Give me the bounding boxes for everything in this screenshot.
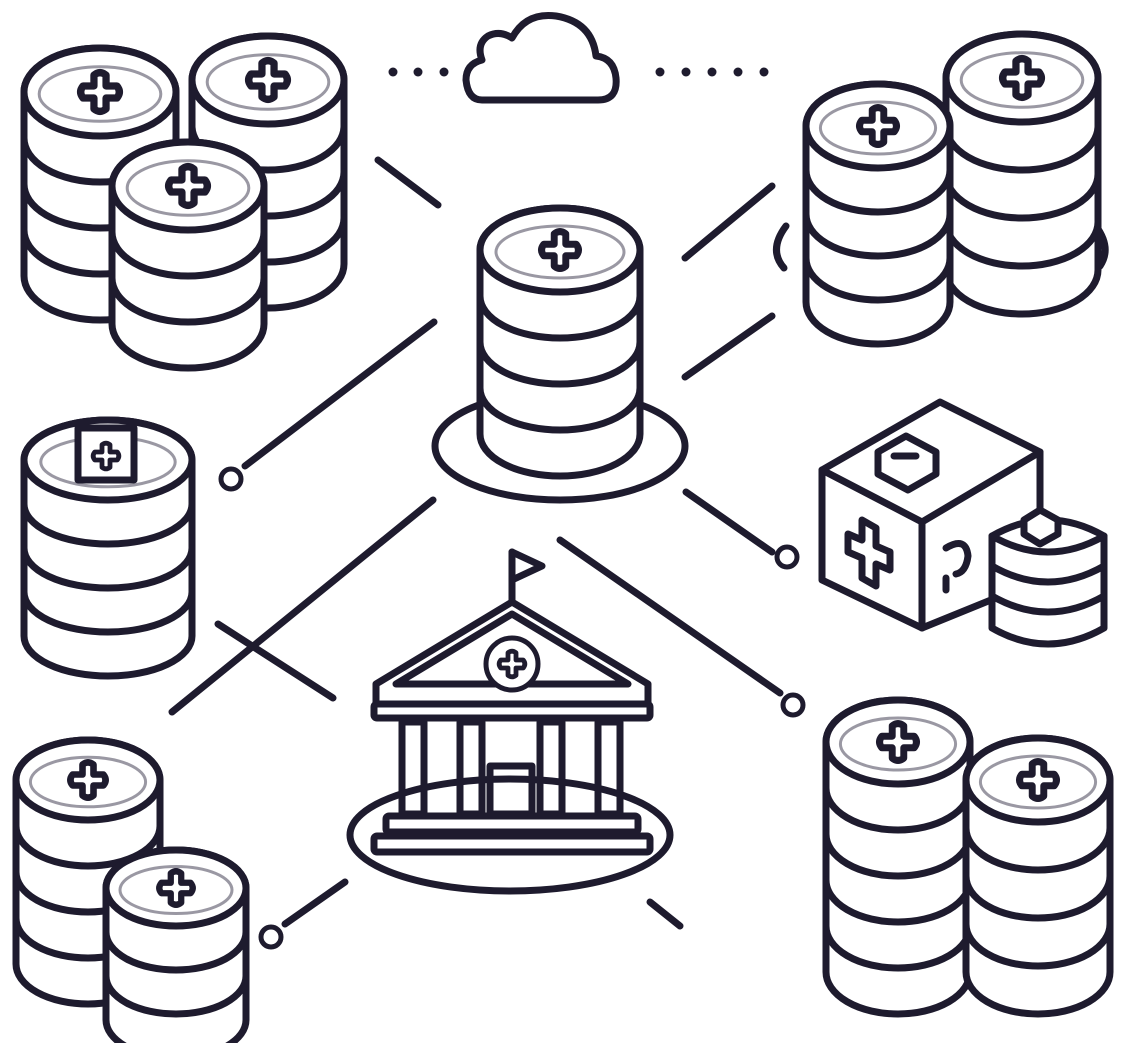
central-database bbox=[431, 204, 689, 504]
database-icon bbox=[822, 696, 974, 1018]
emblem bbox=[483, 635, 541, 693]
database-cluster-top-left bbox=[20, 32, 348, 372]
database-cluster-bottom-left bbox=[12, 736, 250, 1043]
connectors bbox=[168, 156, 806, 950]
bank-building-icon bbox=[346, 548, 674, 895]
database-cluster-bottom-right bbox=[822, 696, 1114, 1018]
connector-left-node-to-central bbox=[241, 318, 438, 470]
dotted-link bbox=[388, 67, 769, 77]
connector-left-to-building bbox=[214, 620, 337, 702]
database-icon bbox=[108, 138, 268, 372]
badge-square bbox=[74, 424, 138, 484]
connector-building-to-bottom-right bbox=[556, 536, 784, 697]
door bbox=[486, 762, 536, 818]
connector-building-to-bottom-left bbox=[281, 878, 349, 928]
question-mark-icon bbox=[942, 540, 972, 594]
connector-top-left-to-central bbox=[374, 156, 442, 209]
connector-central-to-right bbox=[681, 312, 776, 381]
database-icon bbox=[476, 204, 644, 480]
database-icon bbox=[962, 734, 1114, 1018]
medical-box-icon bbox=[818, 398, 1108, 648]
database-cluster-top-right bbox=[773, 30, 1109, 348]
database-single-left bbox=[20, 416, 196, 680]
connector-node-dot bbox=[218, 466, 244, 492]
plus-icon bbox=[844, 516, 894, 590]
database-icon bbox=[102, 846, 250, 1043]
connector-node-dot bbox=[258, 924, 284, 950]
connector-node-dot bbox=[780, 692, 806, 718]
database-icon bbox=[802, 80, 954, 348]
database-icon bbox=[942, 30, 1102, 318]
flag-icon bbox=[508, 548, 546, 584]
connector-central-to-medical-box bbox=[682, 488, 776, 556]
connector-central-to-top-right bbox=[681, 182, 776, 262]
connector-building-to-bottom-right-short bbox=[646, 898, 684, 930]
cloud-icon bbox=[388, 11, 769, 104]
connector-central-to-bottom-left bbox=[168, 496, 437, 716]
connector-node-dot bbox=[774, 544, 800, 570]
